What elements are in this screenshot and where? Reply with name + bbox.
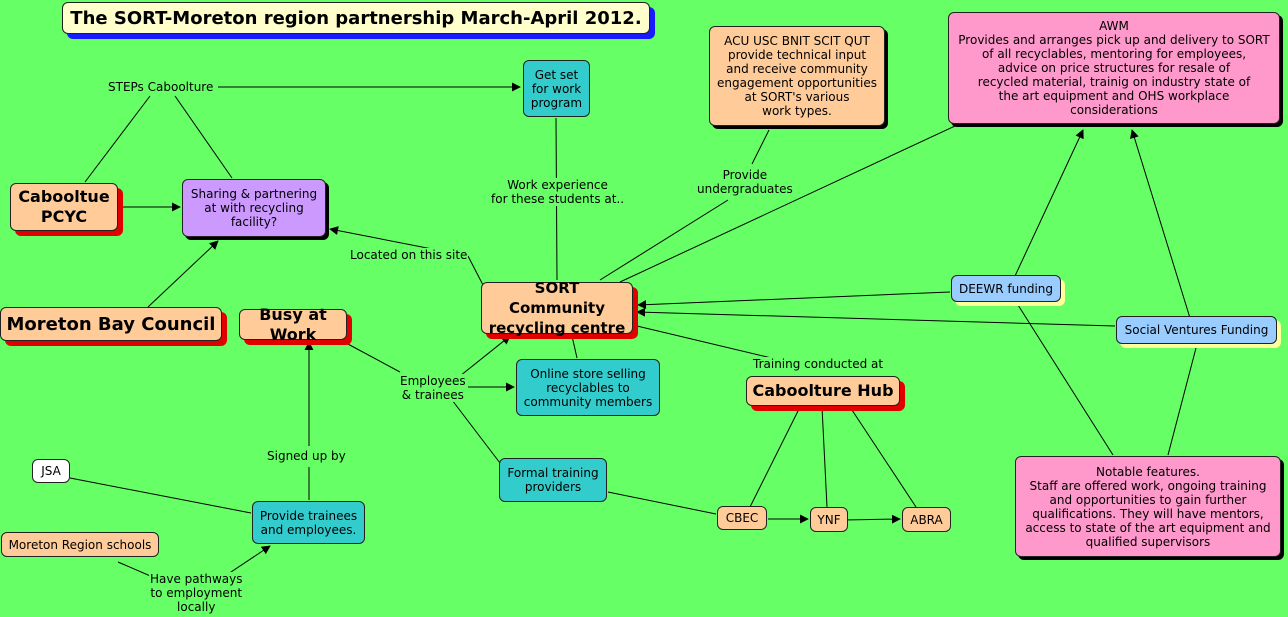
concept-caboolture-pcyc[interactable]: Cabooltue PCYC xyxy=(10,183,118,231)
concept-online-store[interactable]: Online store selling recyclables to comm… xyxy=(516,359,660,416)
link-label-signed-up-by: Signed up by xyxy=(266,449,347,463)
concept-notable-features[interactable]: Notable features. Staff are offered work… xyxy=(1015,456,1281,557)
concept-moreton-bay-council[interactable]: Moreton Bay Council xyxy=(0,307,222,341)
concept-caboolture-hub[interactable]: Caboolture Hub xyxy=(746,376,900,406)
link-label-provide-undergraduates: Provide undergraduates xyxy=(696,168,794,196)
link-label-have-pathways: Have pathways to employment locally xyxy=(149,572,244,614)
link-label-training-conducted: Training conducted at xyxy=(752,357,885,371)
concept-formal-training-providers[interactable]: Formal training providers xyxy=(499,458,607,502)
concept-abra[interactable]: ABRA xyxy=(902,507,951,532)
diagram-title: The SORT-Moreton region partnership Marc… xyxy=(62,2,650,34)
concept-sort-recycling-centre[interactable]: SORT Community recycling centre xyxy=(481,279,633,337)
concept-awm[interactable]: AWM Provides and arranges pick up and de… xyxy=(948,12,1280,124)
concept-busy-at-work[interactable]: Busy at Work xyxy=(239,305,347,344)
concept-deewr-funding[interactable]: DEEWR funding xyxy=(951,275,1061,302)
link-label-located: Located on this site xyxy=(349,248,469,262)
concept-get-set-program[interactable]: Get set for work program xyxy=(523,60,590,117)
concept-social-ventures-funding[interactable]: Social Ventures Funding xyxy=(1116,316,1277,344)
link-label-employees-trainees: Employees & trainees xyxy=(399,374,467,402)
concept-universities[interactable]: ACU USC BNIT SCIT QUT provide technical … xyxy=(709,26,885,126)
concept-ynf[interactable]: YNF xyxy=(810,507,848,532)
concept-sharing-partnering[interactable]: Sharing & partnering at with recycling f… xyxy=(182,179,326,237)
link-label-work-experience: Work experience for these students at.. xyxy=(490,178,626,206)
concept-cbec[interactable]: CBEC xyxy=(717,506,767,530)
concept-provide-trainees[interactable]: Provide trainees and employees. xyxy=(252,501,365,544)
concept-jsa[interactable]: JSA xyxy=(32,459,70,483)
concept-steps-caboolture[interactable]: STEPs Caboolture xyxy=(107,80,215,94)
concept-moreton-region-schools[interactable]: Moreton Region schools xyxy=(1,532,159,557)
